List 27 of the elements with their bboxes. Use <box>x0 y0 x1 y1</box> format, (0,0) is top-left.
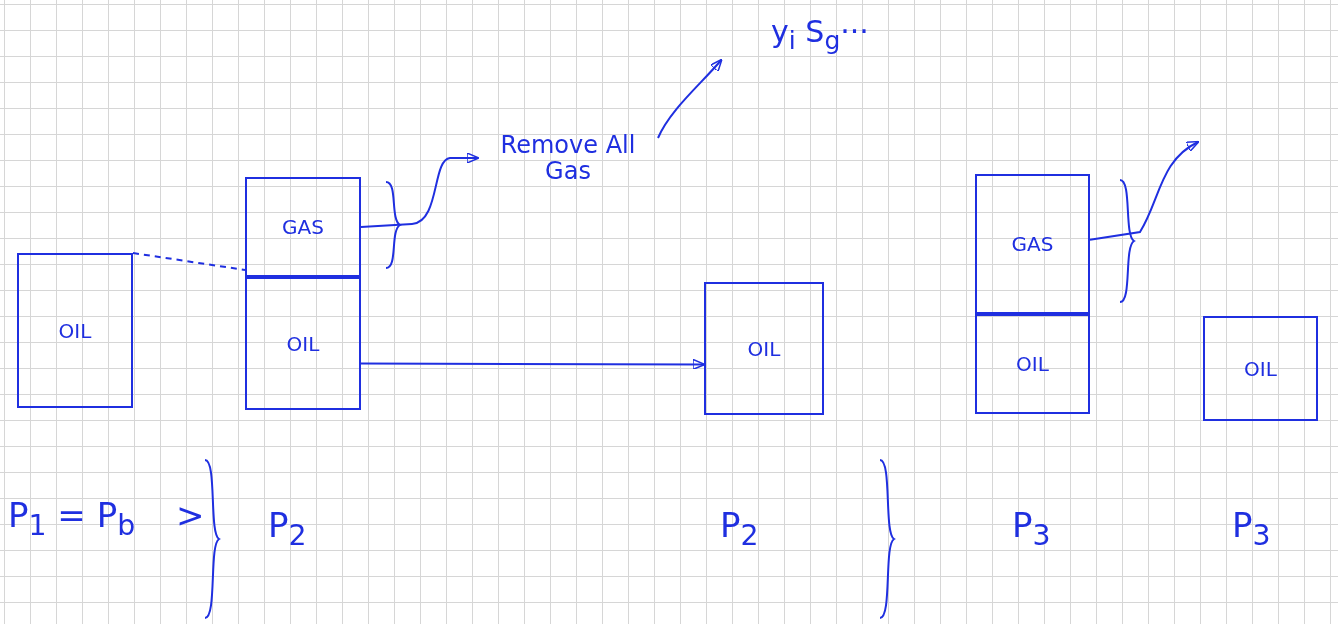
tank-box <box>245 277 361 410</box>
pressure-label: P$_{2}$ <box>268 505 307 552</box>
tank-box <box>975 174 1090 314</box>
node-text: GAS <box>282 216 324 238</box>
node-text: OIL <box>747 337 781 360</box>
pressure-label: P$_{1}$ = P$_{b}$ <box>8 495 136 542</box>
pressure-label: > <box>176 495 205 535</box>
tank-box <box>17 253 133 408</box>
tank-box <box>704 282 824 415</box>
arrow <box>657 58 723 139</box>
node-text: OIL <box>1016 353 1049 375</box>
pressure-label: P$_{3}$ <box>1012 505 1051 552</box>
node-text: Remove All Gas <box>499 131 637 185</box>
dashed-line <box>132 252 246 271</box>
arrow <box>360 152 480 228</box>
arrow <box>1089 140 1200 241</box>
node-text: OIL <box>286 332 320 355</box>
node-text: OIL <box>58 319 92 342</box>
node-text: OIL <box>1244 357 1277 380</box>
pressure-label: P$_{2}$ <box>720 505 759 552</box>
tank-box <box>975 314 1090 414</box>
node-text: y$_{i}$ S$_{g}$··· <box>771 15 869 55</box>
pressure-label: P$_{3}$ <box>1232 505 1271 552</box>
tank-box <box>1203 316 1318 421</box>
arrow <box>360 358 706 371</box>
tank-box <box>245 177 361 277</box>
node-text: GAS <box>1011 233 1054 255</box>
